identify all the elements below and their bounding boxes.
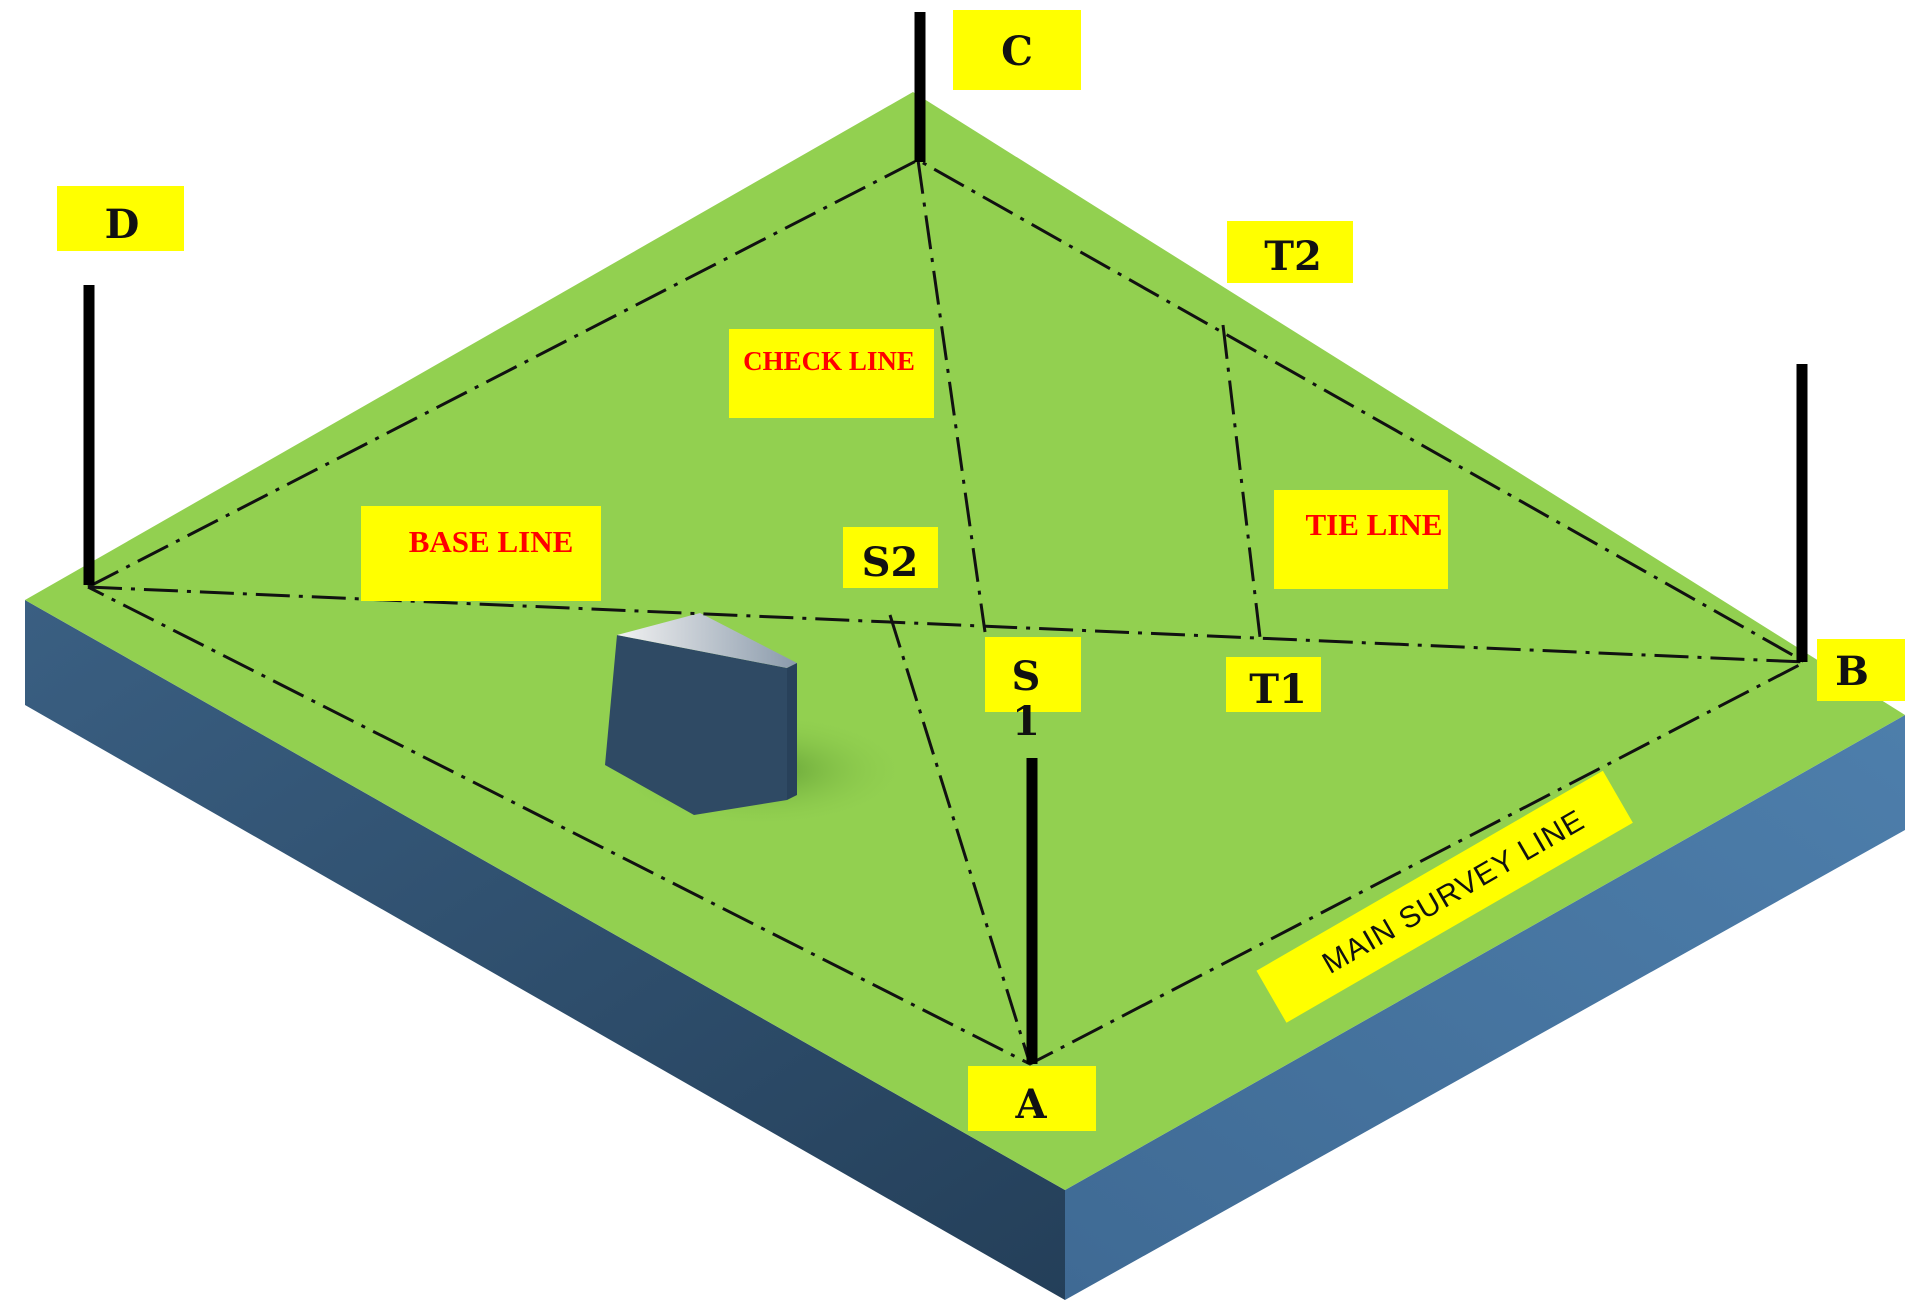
label-c: C: [1001, 28, 1033, 75]
ranging-rods: [83, 12, 1808, 1064]
tie-line-t2-t1: [1221, 324, 1262, 638]
label-s2: S2: [862, 539, 919, 586]
label-d: D: [105, 201, 140, 248]
label-t1: T1: [1249, 666, 1307, 713]
label-box-a: [968, 1066, 1096, 1131]
check-line-s2-a: [888, 614, 1032, 1065]
building-front-face: [605, 635, 787, 815]
main-survey-line-box: [1256, 770, 1633, 1023]
check-line-box: [729, 329, 934, 418]
label-a: A: [1014, 1081, 1047, 1128]
base-line-label: BASE LINE: [409, 524, 574, 559]
tie-line-label: TIE LINE: [1306, 507, 1443, 542]
building-top-face: [617, 613, 797, 668]
slab-right-side: [1065, 715, 1905, 1300]
building-block: [605, 613, 797, 815]
label-box-t2: [1227, 221, 1353, 283]
tie-line-box: [1274, 490, 1448, 589]
label-s1-line2: 1: [1012, 698, 1040, 745]
slab-top-surface: [25, 92, 1905, 1190]
label-t2: T2: [1264, 233, 1322, 280]
label-b: B: [1835, 648, 1869, 695]
label-s1-line1: S: [1012, 653, 1041, 700]
building-side-face: [787, 663, 797, 800]
label-box-d: [57, 186, 184, 251]
check-line-label: CHECK LINE: [743, 346, 915, 376]
slab-left-side: [25, 600, 1065, 1300]
label-box-t1: [1226, 657, 1321, 712]
ground-slab: [25, 92, 1905, 1300]
label-box-c: [953, 10, 1081, 90]
base-line-box: [361, 506, 601, 601]
main-survey-perimeter: [87, 158, 1809, 1066]
label-box-b: [1817, 639, 1905, 701]
label-box-s1: [985, 637, 1081, 712]
label-box-s2: [843, 527, 938, 588]
check-line-c-s1: [916, 159, 987, 633]
